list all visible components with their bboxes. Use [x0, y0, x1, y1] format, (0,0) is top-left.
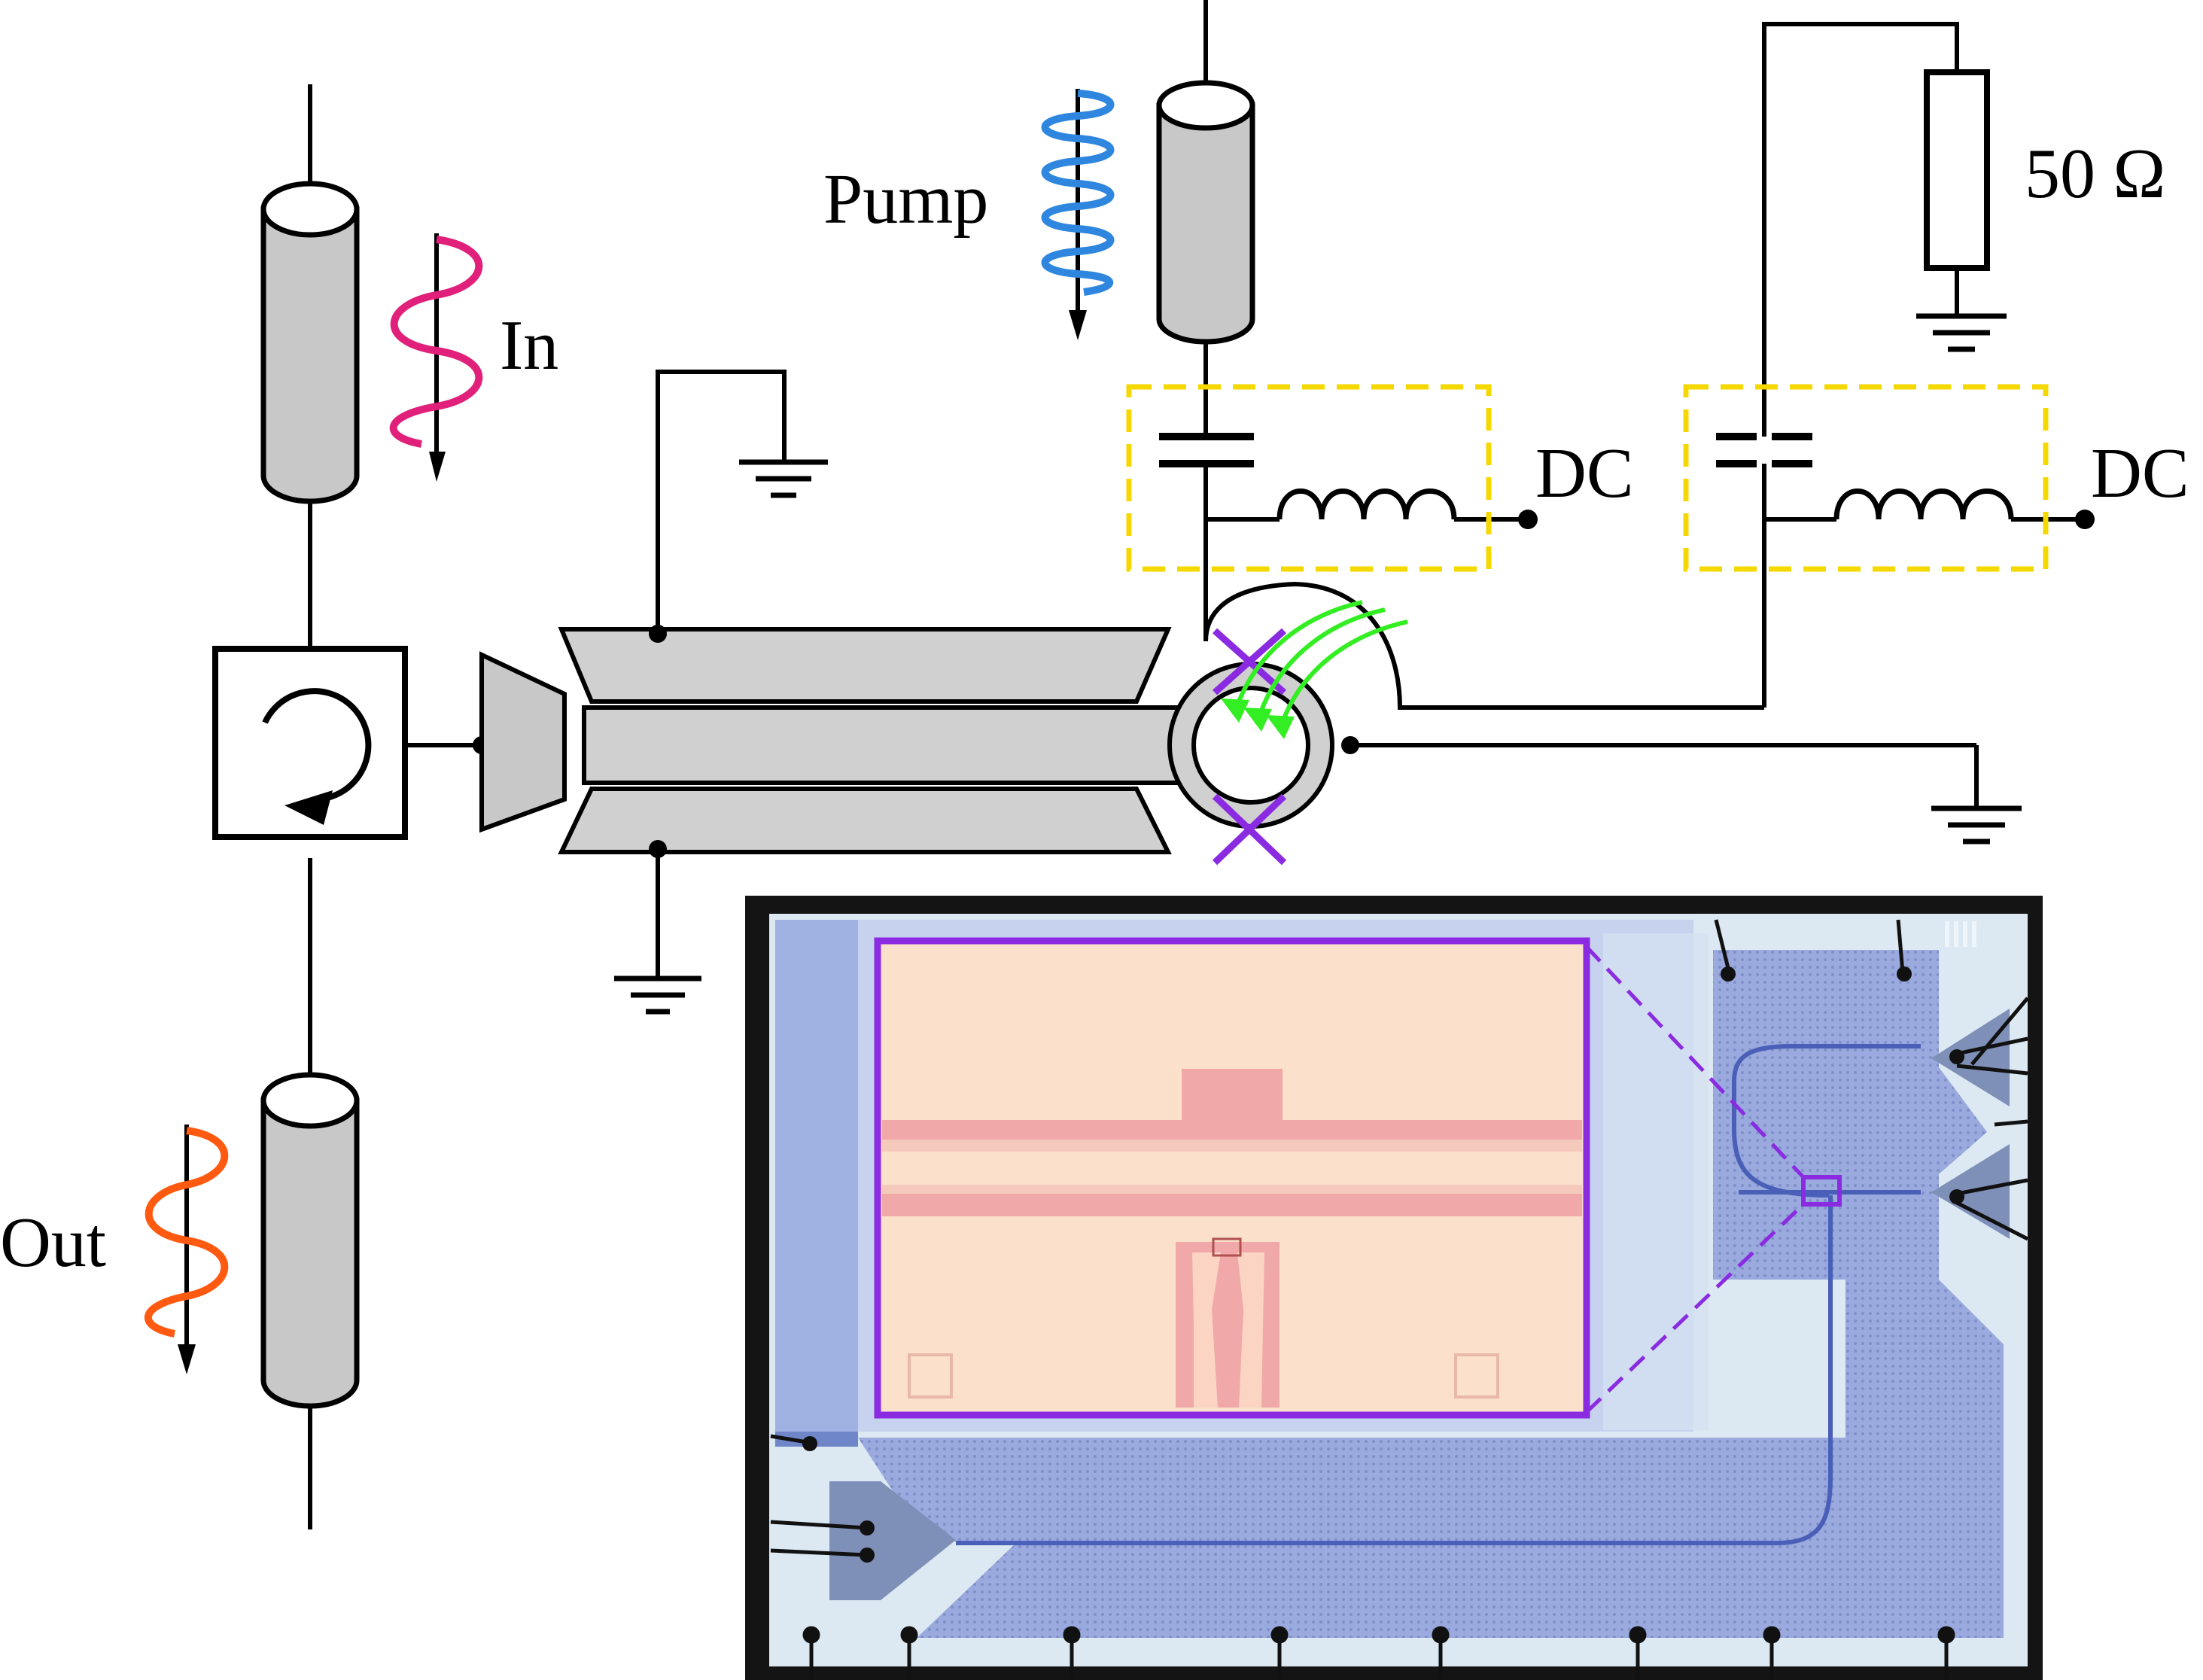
resonator-ground-wires — [656, 370, 1979, 978]
launcher-taper-icon — [479, 651, 567, 833]
out-label: Out — [0, 1204, 106, 1282]
coax-cable-pump — [1156, 80, 1255, 345]
dc-label-right: DC — [2091, 434, 2189, 513]
in-wave-icon — [389, 233, 483, 482]
flux-arrows-icon — [1232, 600, 1408, 732]
right-branch-wiring — [1762, 22, 2085, 708]
pump-wave-icon — [1041, 89, 1115, 340]
ground-icon — [614, 975, 701, 1015]
resonator-cpw — [558, 627, 1334, 854]
pump-label: Pump — [823, 160, 988, 239]
resistor-label: 50 Ω — [2025, 135, 2165, 213]
ground-icon — [1931, 805, 2022, 845]
squid-junction-icon — [1213, 628, 1286, 695]
flux-line — [1203, 581, 1764, 710]
chip-zoom-inset — [874, 937, 1590, 1419]
squid-junction-icon — [1212, 793, 1287, 866]
ground-icon — [1916, 313, 2007, 352]
coax-cable-in — [260, 181, 360, 504]
bias-tee-box-left — [1126, 384, 1492, 572]
capacitor-icon — [1159, 433, 1254, 467]
circulator-icon — [212, 646, 408, 840]
resistor-icon — [1924, 69, 1990, 271]
zoom-region-marker — [1801, 1175, 1842, 1207]
bias-tee-box-right — [1683, 384, 2049, 572]
dc-label-left: DC — [1535, 434, 1634, 513]
inductor-icon — [1833, 488, 2014, 520]
out-wave-icon — [144, 1125, 229, 1374]
in-label: In — [500, 306, 558, 385]
ground-icon — [739, 459, 828, 498]
pump-bias-tee-wiring — [1203, 342, 1528, 641]
chip-photo — [745, 896, 2043, 1680]
coax-cable-out — [260, 1072, 360, 1409]
inductor-icon — [1276, 488, 1457, 520]
